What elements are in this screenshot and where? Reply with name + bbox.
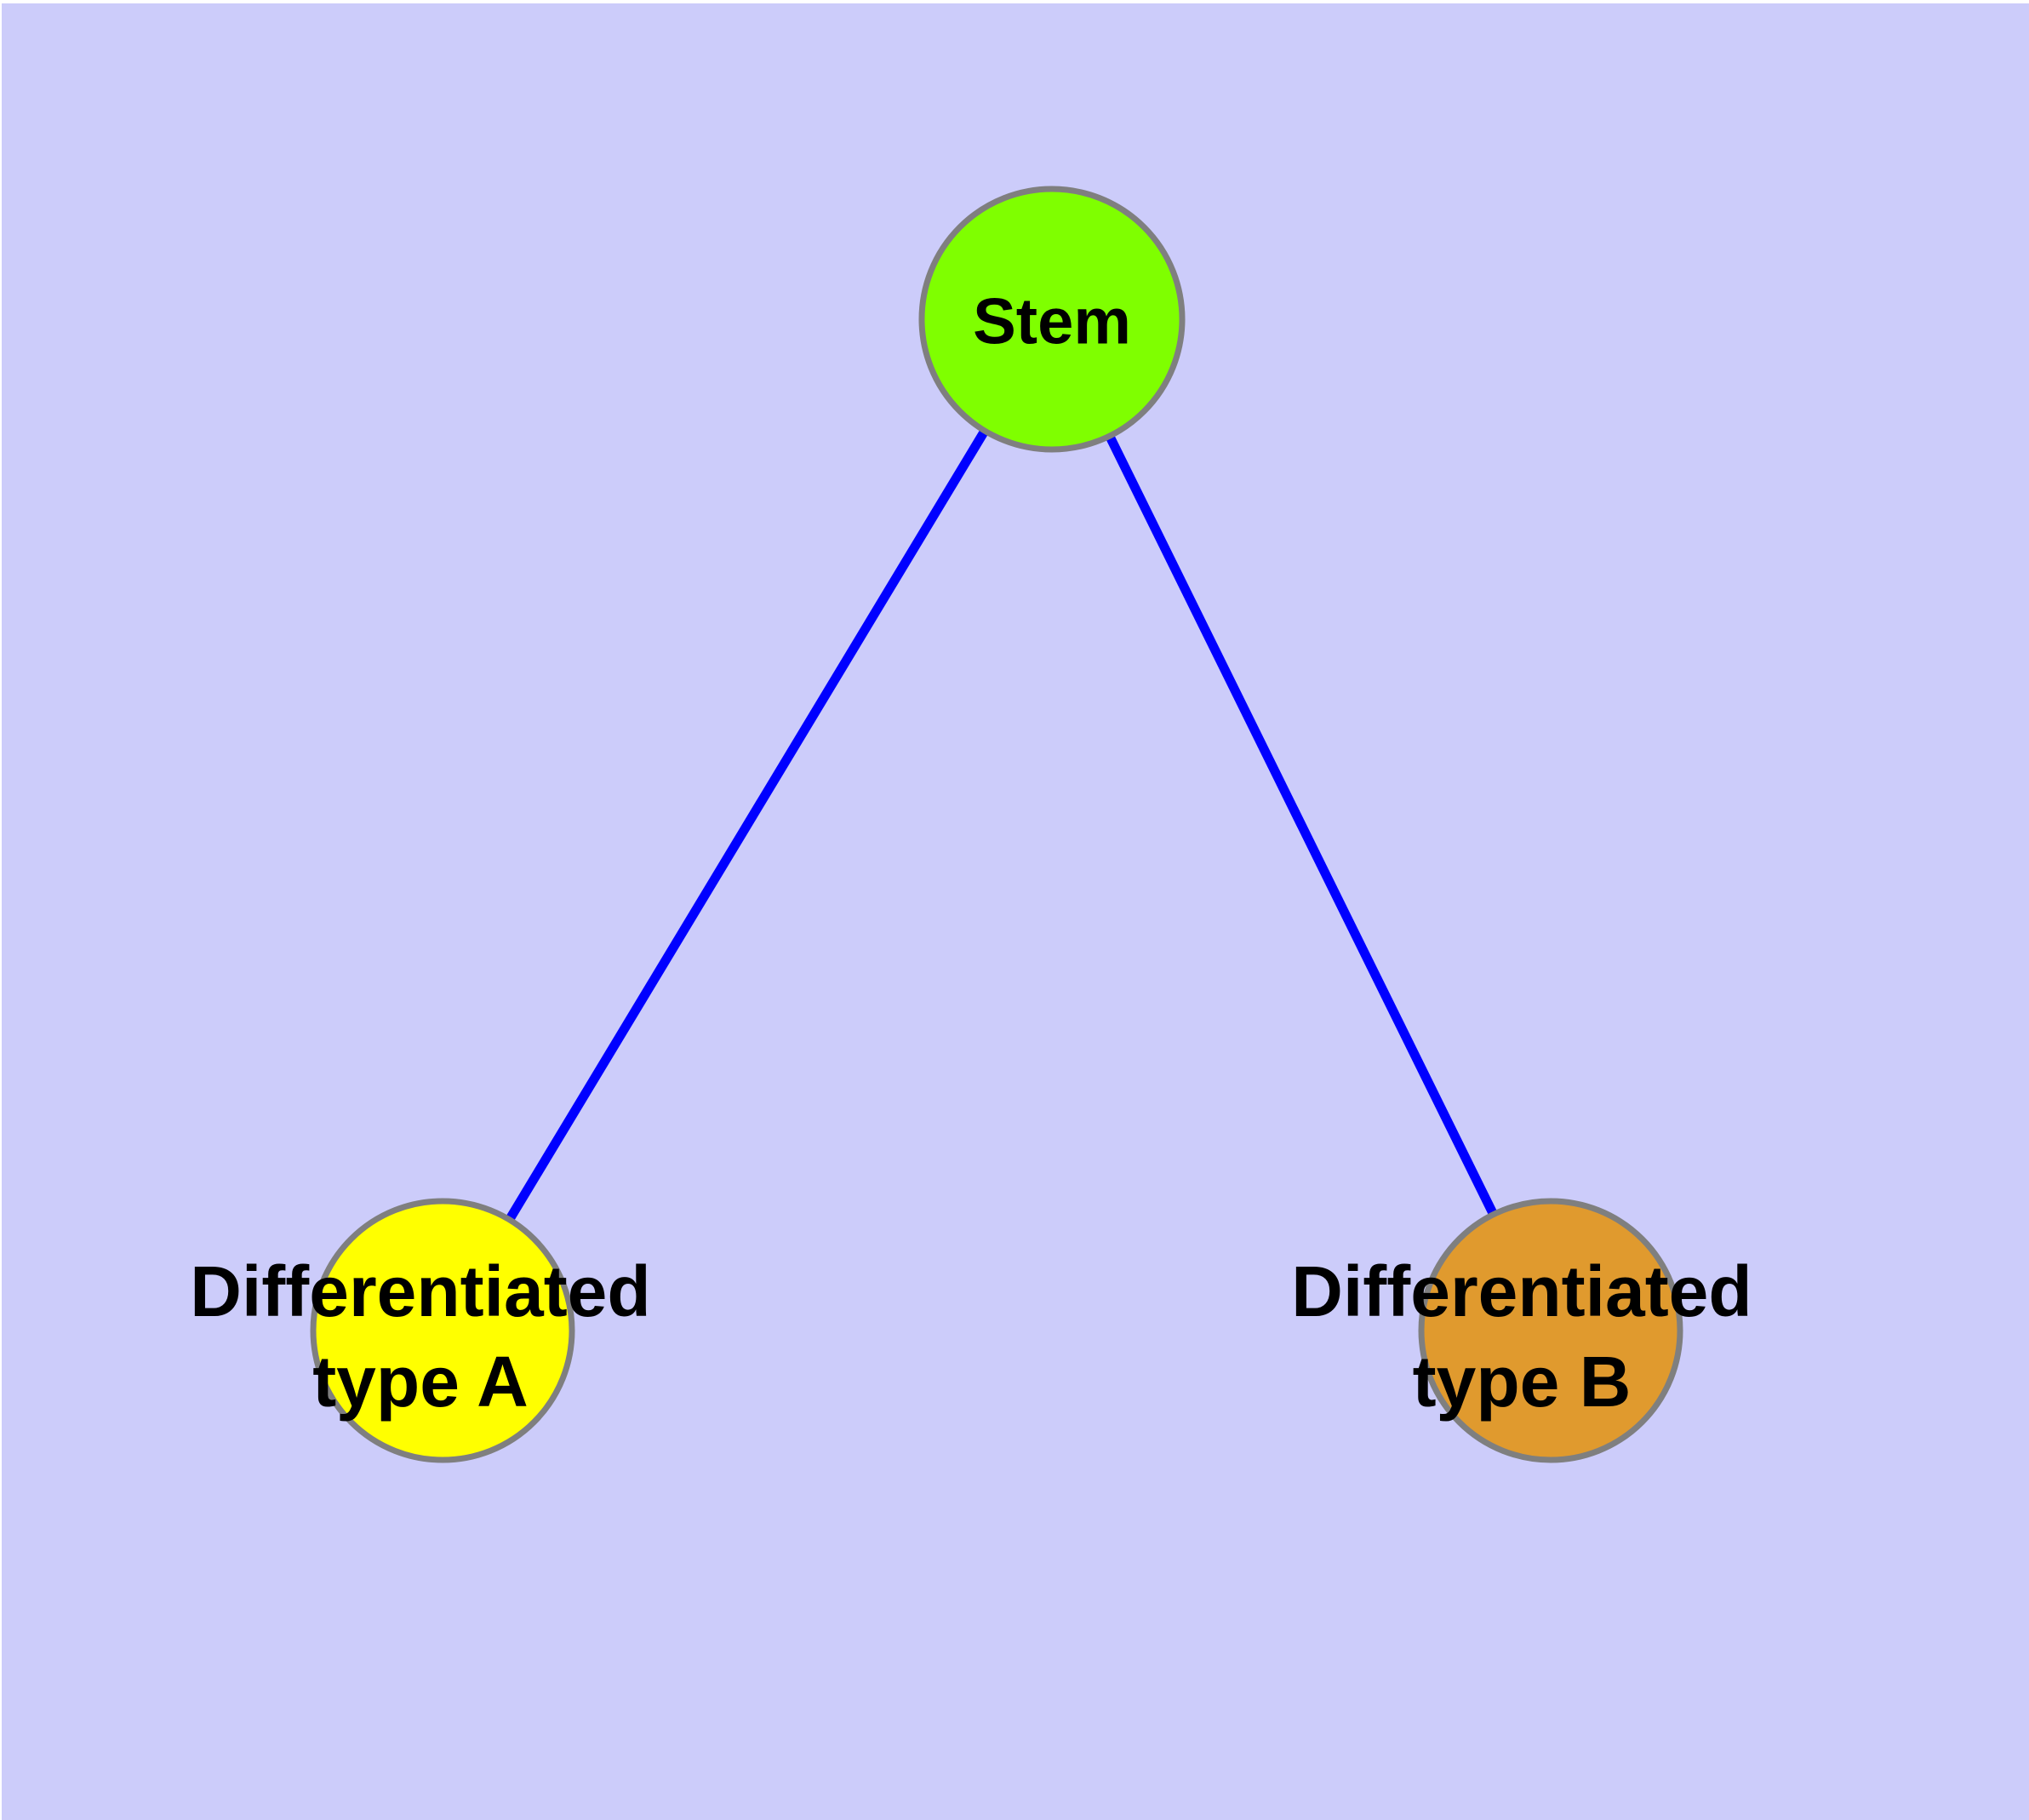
node-differentiated-type-a-label-line2: type A [312,1342,529,1422]
node-differentiated-type-a-circle[interactable] [310,1198,575,1463]
node-differentiated-type-b-label-line1: Differentiated [1291,1251,1752,1331]
node-differentiated-type-a[interactable]: Differentiated type A [190,1198,651,1463]
node-differentiated-type-b-circle[interactable] [1418,1198,1683,1463]
node-layer: Stem Differentiated type A Differentiate… [190,186,1752,1463]
edge-layer [438,317,1555,1333]
node-differentiated-type-a-label-line1: Differentiated [190,1251,650,1331]
edge-stem-to-differentiated-type-b[interactable] [1048,317,1555,1333]
node-stem[interactable]: Stem [918,186,1186,453]
node-differentiated-type-b[interactable]: Differentiated type B [1291,1198,1752,1463]
node-differentiated-type-b-label-line2: type B [1413,1342,1632,1422]
edge-stem-to-differentiated-type-a[interactable] [438,317,1056,1333]
node-stem-circle[interactable] [918,186,1186,453]
node-stem-label: Stem [973,286,1131,358]
